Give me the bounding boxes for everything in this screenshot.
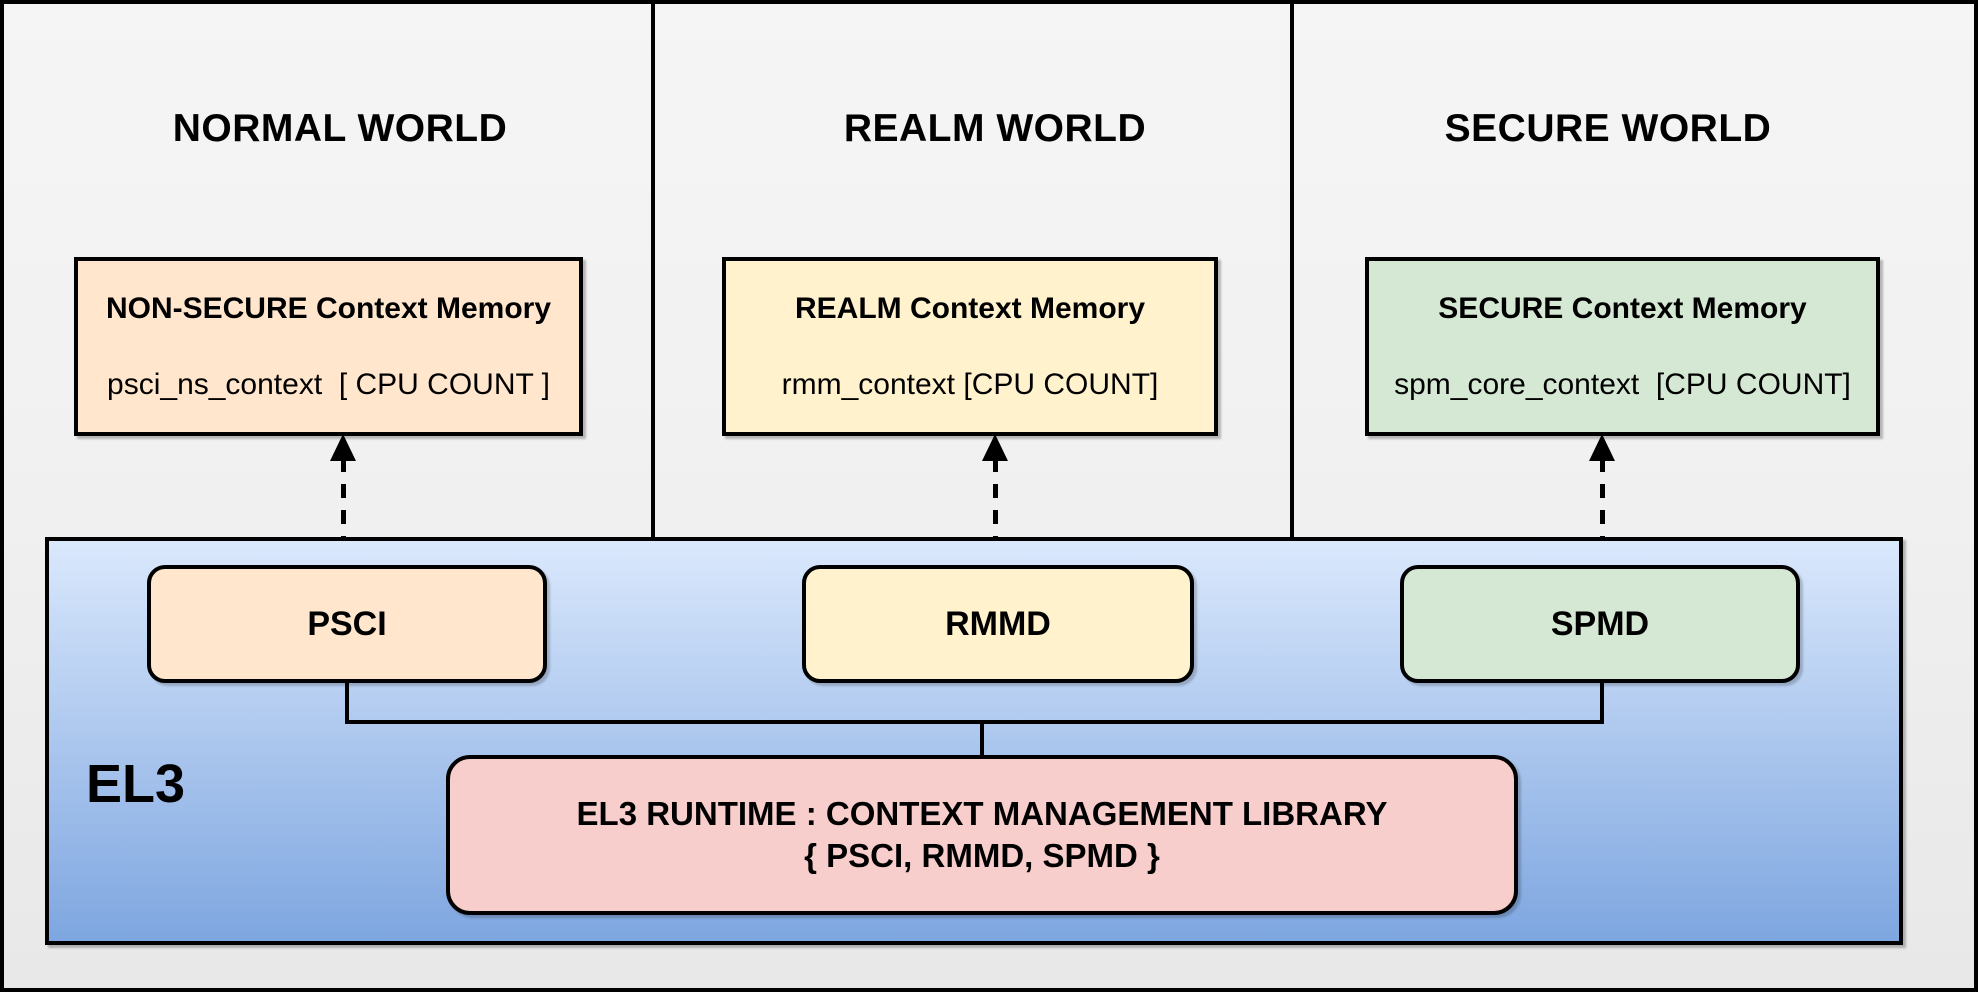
component-label: PSCI (307, 604, 387, 643)
connector-bus (345, 720, 1604, 724)
component-rmmd: RMMD (802, 565, 1194, 683)
el3-label: EL3 (86, 754, 186, 814)
world-title-realm: REALM WORLD (843, 107, 1147, 150)
world-divider-realm-secure (1290, 0, 1294, 540)
memory-box-secure: SECURE Context Memory spm_core_context [… (1365, 257, 1880, 436)
connector-bus-runtime (980, 720, 984, 759)
memory-box-title: SECURE Context Memory (1438, 291, 1807, 325)
runtime-title: EL3 RUNTIME : CONTEXT MANAGEMENT LIBRARY (576, 795, 1388, 832)
connector-spmd-bus (1600, 683, 1604, 724)
world-title-secure: SECURE WORLD (1444, 107, 1772, 150)
memory-box-title: REALM Context Memory (794, 291, 1146, 325)
runtime-components: { PSCI, RMMD, SPMD } (804, 837, 1160, 874)
memory-box-subtitle: psci_ns_context [ CPU COUNT ] (107, 367, 550, 401)
arrow-up-icon (330, 434, 356, 461)
world-divider-normal-realm (651, 0, 655, 540)
component-label: SPMD (1550, 604, 1650, 643)
memory-box-non-secure: NON-SECURE Context Memory psci_ns_contex… (74, 257, 583, 436)
dashed-line (1600, 458, 1605, 542)
component-label: RMMD (945, 604, 1051, 643)
arrow-up-icon (982, 434, 1008, 461)
world-title-normal: NORMAL WORLD (172, 107, 508, 150)
connector-psci-bus (345, 683, 349, 724)
memory-box-subtitle: rmm_context [CPU COUNT] (781, 367, 1159, 401)
memory-box-title: NON-SECURE Context Memory (105, 291, 552, 325)
memory-box-subtitle: spm_core_context [CPU COUNT] (1394, 367, 1851, 401)
dashed-line (993, 458, 998, 542)
arrow-up-icon (1589, 434, 1615, 461)
component-spmd: SPMD (1400, 565, 1800, 683)
memory-box-realm: REALM Context Memory rmm_context [CPU CO… (722, 257, 1218, 436)
component-psci: PSCI (147, 565, 547, 683)
el3-runtime-box: EL3 RUNTIME : CONTEXT MANAGEMENT LIBRARY… (446, 755, 1518, 915)
dashed-line (341, 458, 346, 542)
